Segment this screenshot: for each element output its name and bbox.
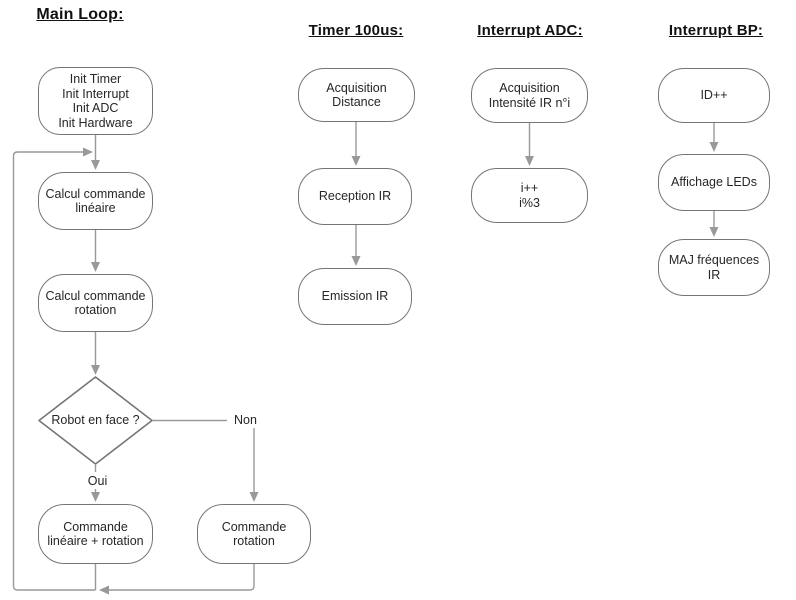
node-calcul-commande-rotation[interactable]: Calcul commande rotation — [38, 274, 153, 332]
edge-oui-branch-arrowhead — [91, 492, 100, 502]
edge-loop-back — [12, 151, 96, 591]
edge-non-branch — [152, 419, 255, 492]
node-i-increment[interactable]: i++ i%3 — [471, 168, 588, 223]
node-maj-frequences-ir-label: MAJ fréquences IR — [668, 253, 760, 282]
edge-leds-to-maj-arrowhead — [709, 227, 719, 237]
edge-id-to-leds-arrowhead — [709, 142, 719, 152]
node-calcul-commande-lineaire-label: Calcul commande linéaire — [45, 186, 146, 216]
node-affichage-leds-label: Affichage LEDs — [671, 175, 757, 190]
title-timer: Timer 100us: — [308, 22, 404, 39]
node-i-increment-label: i++ i%3 — [519, 181, 540, 210]
decision-robot-en-face-label: Robot en face ? — [51, 413, 140, 428]
title-interrupt-adc: Interrupt ADC: — [477, 22, 583, 39]
edge-label-non: Non — [227, 411, 264, 428]
node-id-increment[interactable]: ID++ — [658, 68, 770, 123]
edge-reception-to-emission-arrowhead — [351, 256, 361, 266]
edge-cmdrotation-to-merge-arrowhead — [99, 585, 109, 595]
node-acquisition-distance-label: Acquisition Distance — [326, 80, 387, 110]
node-reception-ir[interactable]: Reception IR — [298, 168, 412, 225]
decision-robot-en-face[interactable]: Robot en face ? — [40, 400, 151, 441]
edge-acqintensite-to-increment-arrowhead — [525, 156, 534, 166]
node-calcul-commande-rotation-label: Calcul commande rotation — [45, 288, 146, 318]
edge-cmdrotation-to-merge — [109, 564, 255, 591]
node-calcul-commande-lineaire[interactable]: Calcul commande linéaire — [38, 172, 153, 230]
node-commande-lineaire-rotation[interactable]: Commande linéaire + rotation — [38, 504, 153, 564]
node-id-increment-label: ID++ — [700, 88, 728, 103]
edge-loop-back-arrowhead — [83, 147, 93, 157]
edge-calclineaire-to-calcrotation-arrowhead — [91, 262, 100, 272]
edge-init-to-calclineaire-arrowhead — [91, 160, 100, 170]
node-reception-ir-label: Reception IR — [318, 189, 392, 204]
node-emission-ir[interactable]: Emission IR — [298, 268, 412, 325]
node-init-label: Init Timer Init Interrupt Init ADC Init … — [58, 72, 133, 130]
node-commande-lineaire-rotation-label: Commande linéaire + rotation — [47, 519, 144, 549]
title-interrupt-bp: Interrupt BP: — [668, 22, 764, 39]
node-acquisition-distance[interactable]: Acquisition Distance — [298, 68, 415, 122]
node-init[interactable]: Init Timer Init Interrupt Init ADC Init … — [38, 67, 153, 135]
node-affichage-leds[interactable]: Affichage LEDs — [658, 154, 770, 211]
edge-label-oui: Oui — [79, 472, 116, 489]
node-emission-ir-label: Emission IR — [321, 289, 389, 304]
node-maj-frequences-ir[interactable]: MAJ fréquences IR — [658, 239, 770, 296]
node-acquisition-intensite-label: Acquisition Intensité IR n°i — [488, 81, 571, 110]
title-main-loop: Main Loop: — [36, 6, 124, 23]
node-commande-rotation[interactable]: Commande rotation — [197, 504, 311, 564]
edge-non-branch-arrowhead — [249, 492, 259, 502]
node-acquisition-intensite[interactable]: Acquisition Intensité IR n°i — [471, 68, 588, 123]
edge-calcrotation-to-decision-arrowhead — [91, 365, 100, 375]
edge-acqdistance-to-reception-arrowhead — [351, 156, 361, 166]
node-commande-rotation-label: Commande rotation — [221, 519, 287, 549]
